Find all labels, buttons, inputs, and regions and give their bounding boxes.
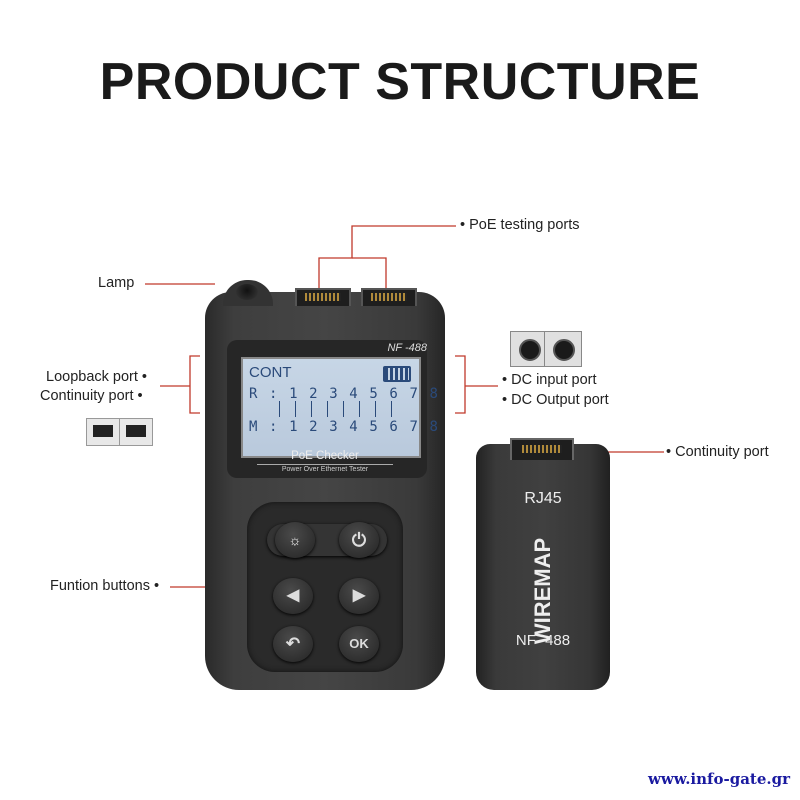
left-arrow-button-icon[interactable]: ◀ [273,578,313,614]
lcd-display: CONT R : 1 2 3 4 5 6 7 8 M : 1 2 3 4 5 6… [241,357,438,458]
remote-continuity-port-icon [510,438,574,460]
watermark: www.info-gate.gr [647,770,790,788]
label-dc-output-port: • DC Output port [502,392,609,408]
battery-icon [383,366,411,382]
lamp-lens-icon [236,284,258,300]
ok-button[interactable]: OK [339,626,379,662]
right-arrow-button-icon[interactable]: ▶ [339,578,379,614]
lcd-mode: CONT [249,364,292,381]
label-lamp: Lamp [98,275,135,291]
device-brand: PoE Checker [257,450,393,465]
label-dc-input-port: • DC input port [502,372,597,388]
bracket-left-ports [189,355,200,414]
device-brand-subtitle: Power Over Ethernet Tester [281,466,369,473]
lcd-wire-pipes [279,401,407,417]
label-function-buttons: Funtion buttons • [50,578,160,594]
lcd-row-main: M : 1 2 3 4 5 6 7 8 [249,419,440,435]
lcd-row-remote: R : 1 2 3 4 5 6 7 8 [249,386,440,402]
loopback-port-icon [86,418,120,446]
poe-tester-device: NF -488 CONT R : 1 2 3 4 5 6 7 8 M : 1 2… [205,280,445,690]
label-continuity-port-left: Continuity port • [40,388,143,404]
remote-model: NF -488 [515,632,571,649]
label-continuity-port-right: • Continuity port [666,444,769,460]
poe-port-2-icon [361,288,417,306]
back-button-icon[interactable]: ↶ [273,626,313,662]
wiremap-remote-unit: RJ45 WIREMAP NF -488 [476,438,610,690]
label-loopback-port: Loopback port • [46,369,148,385]
label-poe-testing-ports: • PoE testing ports [460,217,580,233]
button-pad: ☼ ⏻ ◀ ▶ ↶ OK [247,502,403,672]
continuity-port-icon [119,418,153,446]
page-title: PRODUCT STRUCTURE [99,53,701,111]
device-model: NF -488 [387,342,427,354]
power-button-icon[interactable]: ⏻ [339,522,379,558]
lamp-housing [223,280,273,306]
remote-body [476,444,610,690]
lamp-toggle-icon[interactable]: ☼ [275,522,315,558]
dc-output-jack-icon [544,331,582,367]
bracket-dc-ports [455,355,466,414]
leader-poe-ports-2 [352,257,387,292]
poe-port-1-icon [295,288,351,306]
remote-rj45-label: RJ45 [524,490,562,507]
dc-input-jack-icon [510,331,548,367]
